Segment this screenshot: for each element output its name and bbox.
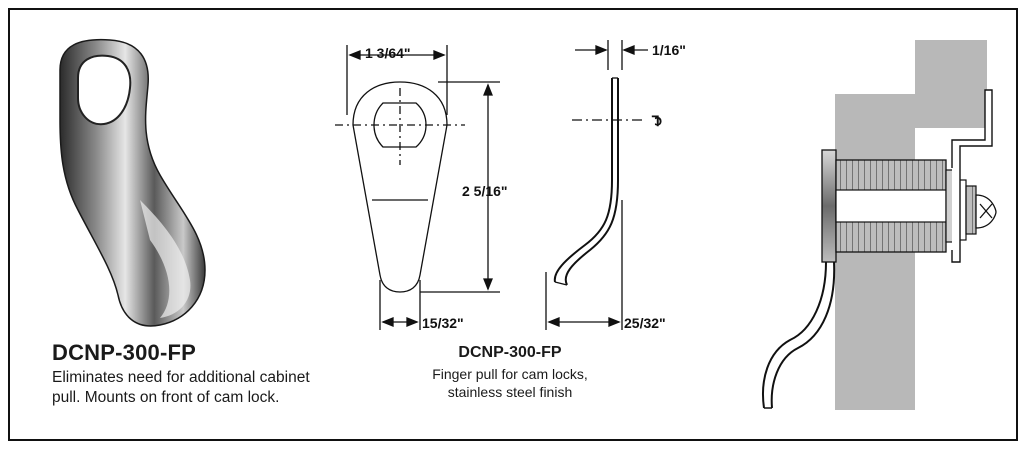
dim-height: 2 5/16" [462, 183, 508, 199]
drawing-caption: DCNP-300-FP Finger pull for cam locks, s… [395, 344, 625, 401]
drawing-part-number: DCNP-300-FP [458, 344, 562, 361]
dim-thickness: 1/16" [652, 42, 686, 58]
front-view-drawing [335, 45, 500, 330]
cam [951, 89, 993, 263]
drawing-description: Finger pull for cam locks, stainless ste… [395, 365, 625, 401]
lock-bezel [821, 149, 837, 263]
dim-tip-width: 15/32" [422, 315, 464, 331]
frame-bottom-edge [8, 439, 1018, 441]
drawing-description-line1: Finger pull for cam locks, [432, 366, 588, 382]
centerline-symbol: ℄ [651, 113, 662, 129]
photo-caption: DCNP-300-FP Eliminates need for addition… [52, 340, 352, 408]
photo-part-number: DCNP-300-FP [52, 340, 197, 365]
photo-description: Eliminates need for additional cabinet p… [52, 368, 352, 408]
cabinet-frame [915, 40, 987, 128]
dim-top-width: 1 3/64" [365, 45, 411, 61]
installation-view [762, 40, 997, 410]
installed-finger-pull [762, 261, 827, 409]
finger-pull-photo [59, 38, 206, 327]
photo-description-line1: Eliminates need for additional cabinet [52, 369, 310, 386]
outer-frame [8, 8, 1018, 441]
dim-depth: 25/32" [624, 315, 666, 331]
photo-description-line2: pull. Mounts on front of cam lock. [52, 389, 280, 406]
side-view-drawing [545, 40, 648, 330]
drawing-description-line2: stainless steel finish [447, 384, 573, 400]
